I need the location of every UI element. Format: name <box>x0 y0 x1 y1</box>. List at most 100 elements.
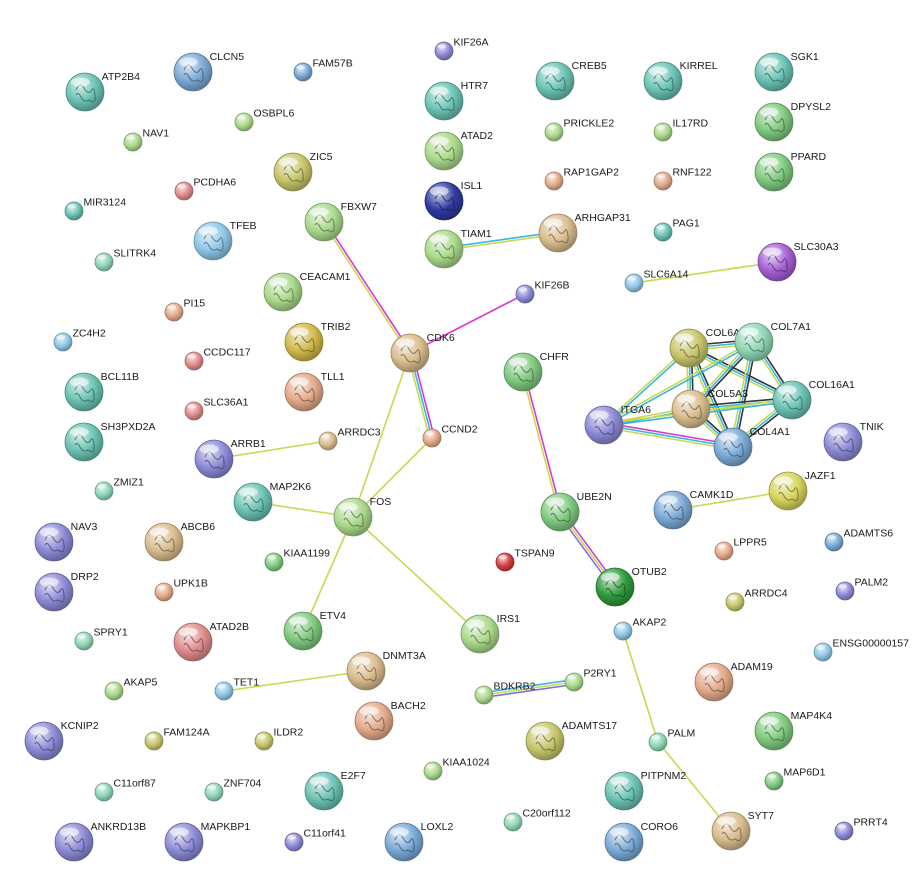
node-ankrd13b[interactable]: ANKRD13B <box>54 821 146 862</box>
node-p2ry1[interactable]: P2RY1 <box>564 667 617 692</box>
node-slc30a3[interactable]: SLC30A3 <box>757 241 839 282</box>
node-fos[interactable]: FOS <box>333 496 391 537</box>
node-prrt4[interactable]: PRRT4 <box>834 816 888 841</box>
node-palm2[interactable]: PALM2 <box>835 576 888 601</box>
node-col16a1[interactable]: COL16A1 <box>772 379 855 420</box>
node-ccdc117[interactable]: CCDC117 <box>184 346 251 371</box>
node-col7a1[interactable]: COL7A1 <box>734 321 811 362</box>
node-tet1[interactable]: TET1 <box>214 676 259 701</box>
node-arhgap31[interactable]: ARHGAP31 <box>538 212 631 253</box>
node-c11orf41[interactable]: C11orf41 <box>284 827 346 852</box>
node-drp2[interactable]: DRP2 <box>34 571 99 612</box>
node-prickle2[interactable]: PRICKLE2 <box>544 117 614 142</box>
node-abcb6[interactable]: ABCB6 <box>144 521 215 562</box>
node-syt7[interactable]: SYT7 <box>711 810 774 851</box>
node-dnmt3a[interactable]: DNMT3A <box>346 650 426 691</box>
node-itga6[interactable]: ITGA6 <box>584 404 651 445</box>
node-tll1[interactable]: TLL1 <box>284 371 345 412</box>
node-upk1b[interactable]: UPK1B <box>154 577 208 602</box>
node-e2f7[interactable]: E2F7 <box>304 770 366 811</box>
node-slc6a14[interactable]: SLC6A14 <box>624 268 689 293</box>
node-kirrel[interactable]: KIRREL <box>643 60 718 101</box>
node-map4k4[interactable]: MAP4K4 <box>754 710 832 751</box>
node-adamts17[interactable]: ADAMTS17 <box>525 720 617 761</box>
node-tnik[interactable]: TNIK <box>823 421 884 462</box>
node-adamts6[interactable]: ADAMTS6 <box>824 527 893 552</box>
node-c11orf87[interactable]: C11orf87 <box>94 777 156 802</box>
node-pag1[interactable]: PAG1 <box>653 217 700 242</box>
node-bach2[interactable]: BACH2 <box>354 700 426 741</box>
node-loxl2[interactable]: LOXL2 <box>384 821 454 862</box>
node-il17rd[interactable]: IL17RD <box>653 117 708 142</box>
node-nav3[interactable]: NAV3 <box>34 521 97 562</box>
node-slc36a1[interactable]: SLC36A1 <box>184 396 249 421</box>
node-arrdc3[interactable]: ARRDC3 <box>318 426 381 451</box>
node-isl1[interactable]: ISL1 <box>424 180 482 221</box>
node-col6a3[interactable]: COL6A3 <box>669 327 746 368</box>
node-lppr5[interactable]: LPPR5 <box>714 536 767 561</box>
node-creb5[interactable]: CREB5 <box>535 60 607 101</box>
node-nav1[interactable]: NAV1 <box>123 127 169 152</box>
node-akap5[interactable]: AKAP5 <box>104 676 157 701</box>
node-trib2[interactable]: TRIB2 <box>284 321 351 362</box>
node-osbpl6[interactable]: OSBPL6 <box>234 107 294 132</box>
node-ccnd2[interactable]: CCND2 <box>422 423 478 448</box>
node-zmiz1[interactable]: ZMIZ1 <box>94 476 144 501</box>
node-kcnip2[interactable]: KCNIP2 <box>24 720 99 761</box>
node-coro6[interactable]: CORO6 <box>604 821 678 862</box>
node-etv4[interactable]: ETV4 <box>283 610 346 651</box>
node-pcdha6[interactable]: PCDHA6 <box>174 176 236 201</box>
node-atad2[interactable]: ATAD2 <box>424 130 493 171</box>
node-ppard[interactable]: PPARD <box>754 151 826 192</box>
node-bdkrb2[interactable]: BDKRB2 <box>474 680 536 705</box>
node-sgk1[interactable]: SGK1 <box>754 51 819 92</box>
node-irs1[interactable]: IRS1 <box>460 613 520 654</box>
node-chfr[interactable]: CHFR <box>503 351 569 392</box>
node-ube2n[interactable]: UBE2N <box>540 491 612 532</box>
node-fam124a[interactable]: FAM124A <box>144 726 210 751</box>
node-rnf122[interactable]: RNF122 <box>653 166 712 191</box>
node-bcl11b[interactable]: BCL11B <box>64 371 139 412</box>
node-jazf1[interactable]: JAZF1 <box>768 470 836 511</box>
node-pitpnm2[interactable]: PITPNM2 <box>604 770 686 811</box>
node-spry1[interactable]: SPRY1 <box>74 626 128 651</box>
node-tiam1[interactable]: TIAM1 <box>424 228 492 269</box>
node-tspan9[interactable]: TSPAN9 <box>495 547 555 572</box>
node-mapkbp1[interactable]: MAPKBP1 <box>164 821 250 862</box>
node-fbxw7[interactable]: FBXW7 <box>304 201 377 242</box>
node-rap1gap2[interactable]: RAP1GAP2 <box>544 166 619 191</box>
node-zic5[interactable]: ZIC5 <box>273 151 333 192</box>
node-atp2b4[interactable]: ATP2B4 <box>65 71 140 112</box>
node-clcn5[interactable]: CLCN5 <box>173 51 244 92</box>
node-sh3pxd2a[interactable]: SH3PXD2A <box>64 421 156 462</box>
node-htr7[interactable]: HTR7 <box>424 80 488 121</box>
node-arrb1[interactable]: ARRB1 <box>194 438 266 479</box>
node-ceacam1[interactable]: CEACAM1 <box>263 271 351 312</box>
node-col5a3[interactable]: COL5A3 <box>671 388 748 429</box>
node-akap2[interactable]: AKAP2 <box>613 616 666 641</box>
node-fam57b[interactable]: FAM57B <box>293 57 353 82</box>
node-pi15[interactable]: PI15 <box>164 297 205 322</box>
node-zc4h2[interactable]: ZC4H2 <box>53 327 106 352</box>
node-otub2[interactable]: OTUB2 <box>595 566 667 607</box>
node-znf704[interactable]: ZNF704 <box>204 777 262 802</box>
node-cdk6[interactable]: CDK6 <box>390 332 455 373</box>
node-palm[interactable]: PALM <box>648 727 695 752</box>
node-ensg00000157[interactable]: ENSG00000157 <box>813 637 909 662</box>
node-kiaa1024[interactable]: KIAA1024 <box>423 756 490 781</box>
node-col4a1[interactable]: COL4A1 <box>713 426 790 467</box>
node-atad2b[interactable]: ATAD2B <box>173 621 249 662</box>
node-arrdc4[interactable]: ARRDC4 <box>725 587 788 612</box>
node-mir3124[interactable]: MIR3124 <box>64 196 126 221</box>
node-kiaa1199[interactable]: KIAA1199 <box>264 547 330 572</box>
node-slitrk4[interactable]: SLITRK4 <box>94 247 156 272</box>
node-kif26b[interactable]: KIF26B <box>515 279 570 304</box>
node-dpysl2[interactable]: DPYSL2 <box>754 101 831 142</box>
node-map2k6[interactable]: MAP2K6 <box>233 481 311 522</box>
node-camk1d[interactable]: CAMK1D <box>653 489 734 530</box>
node-kif26a[interactable]: KIF26A <box>434 36 489 61</box>
node-ildr2[interactable]: ILDR2 <box>254 726 303 751</box>
node-map6d1[interactable]: MAP6D1 <box>764 766 826 791</box>
node-tfeb[interactable]: TFEB <box>193 220 257 261</box>
node-c20orf112[interactable]: C20orf112 <box>503 807 571 832</box>
